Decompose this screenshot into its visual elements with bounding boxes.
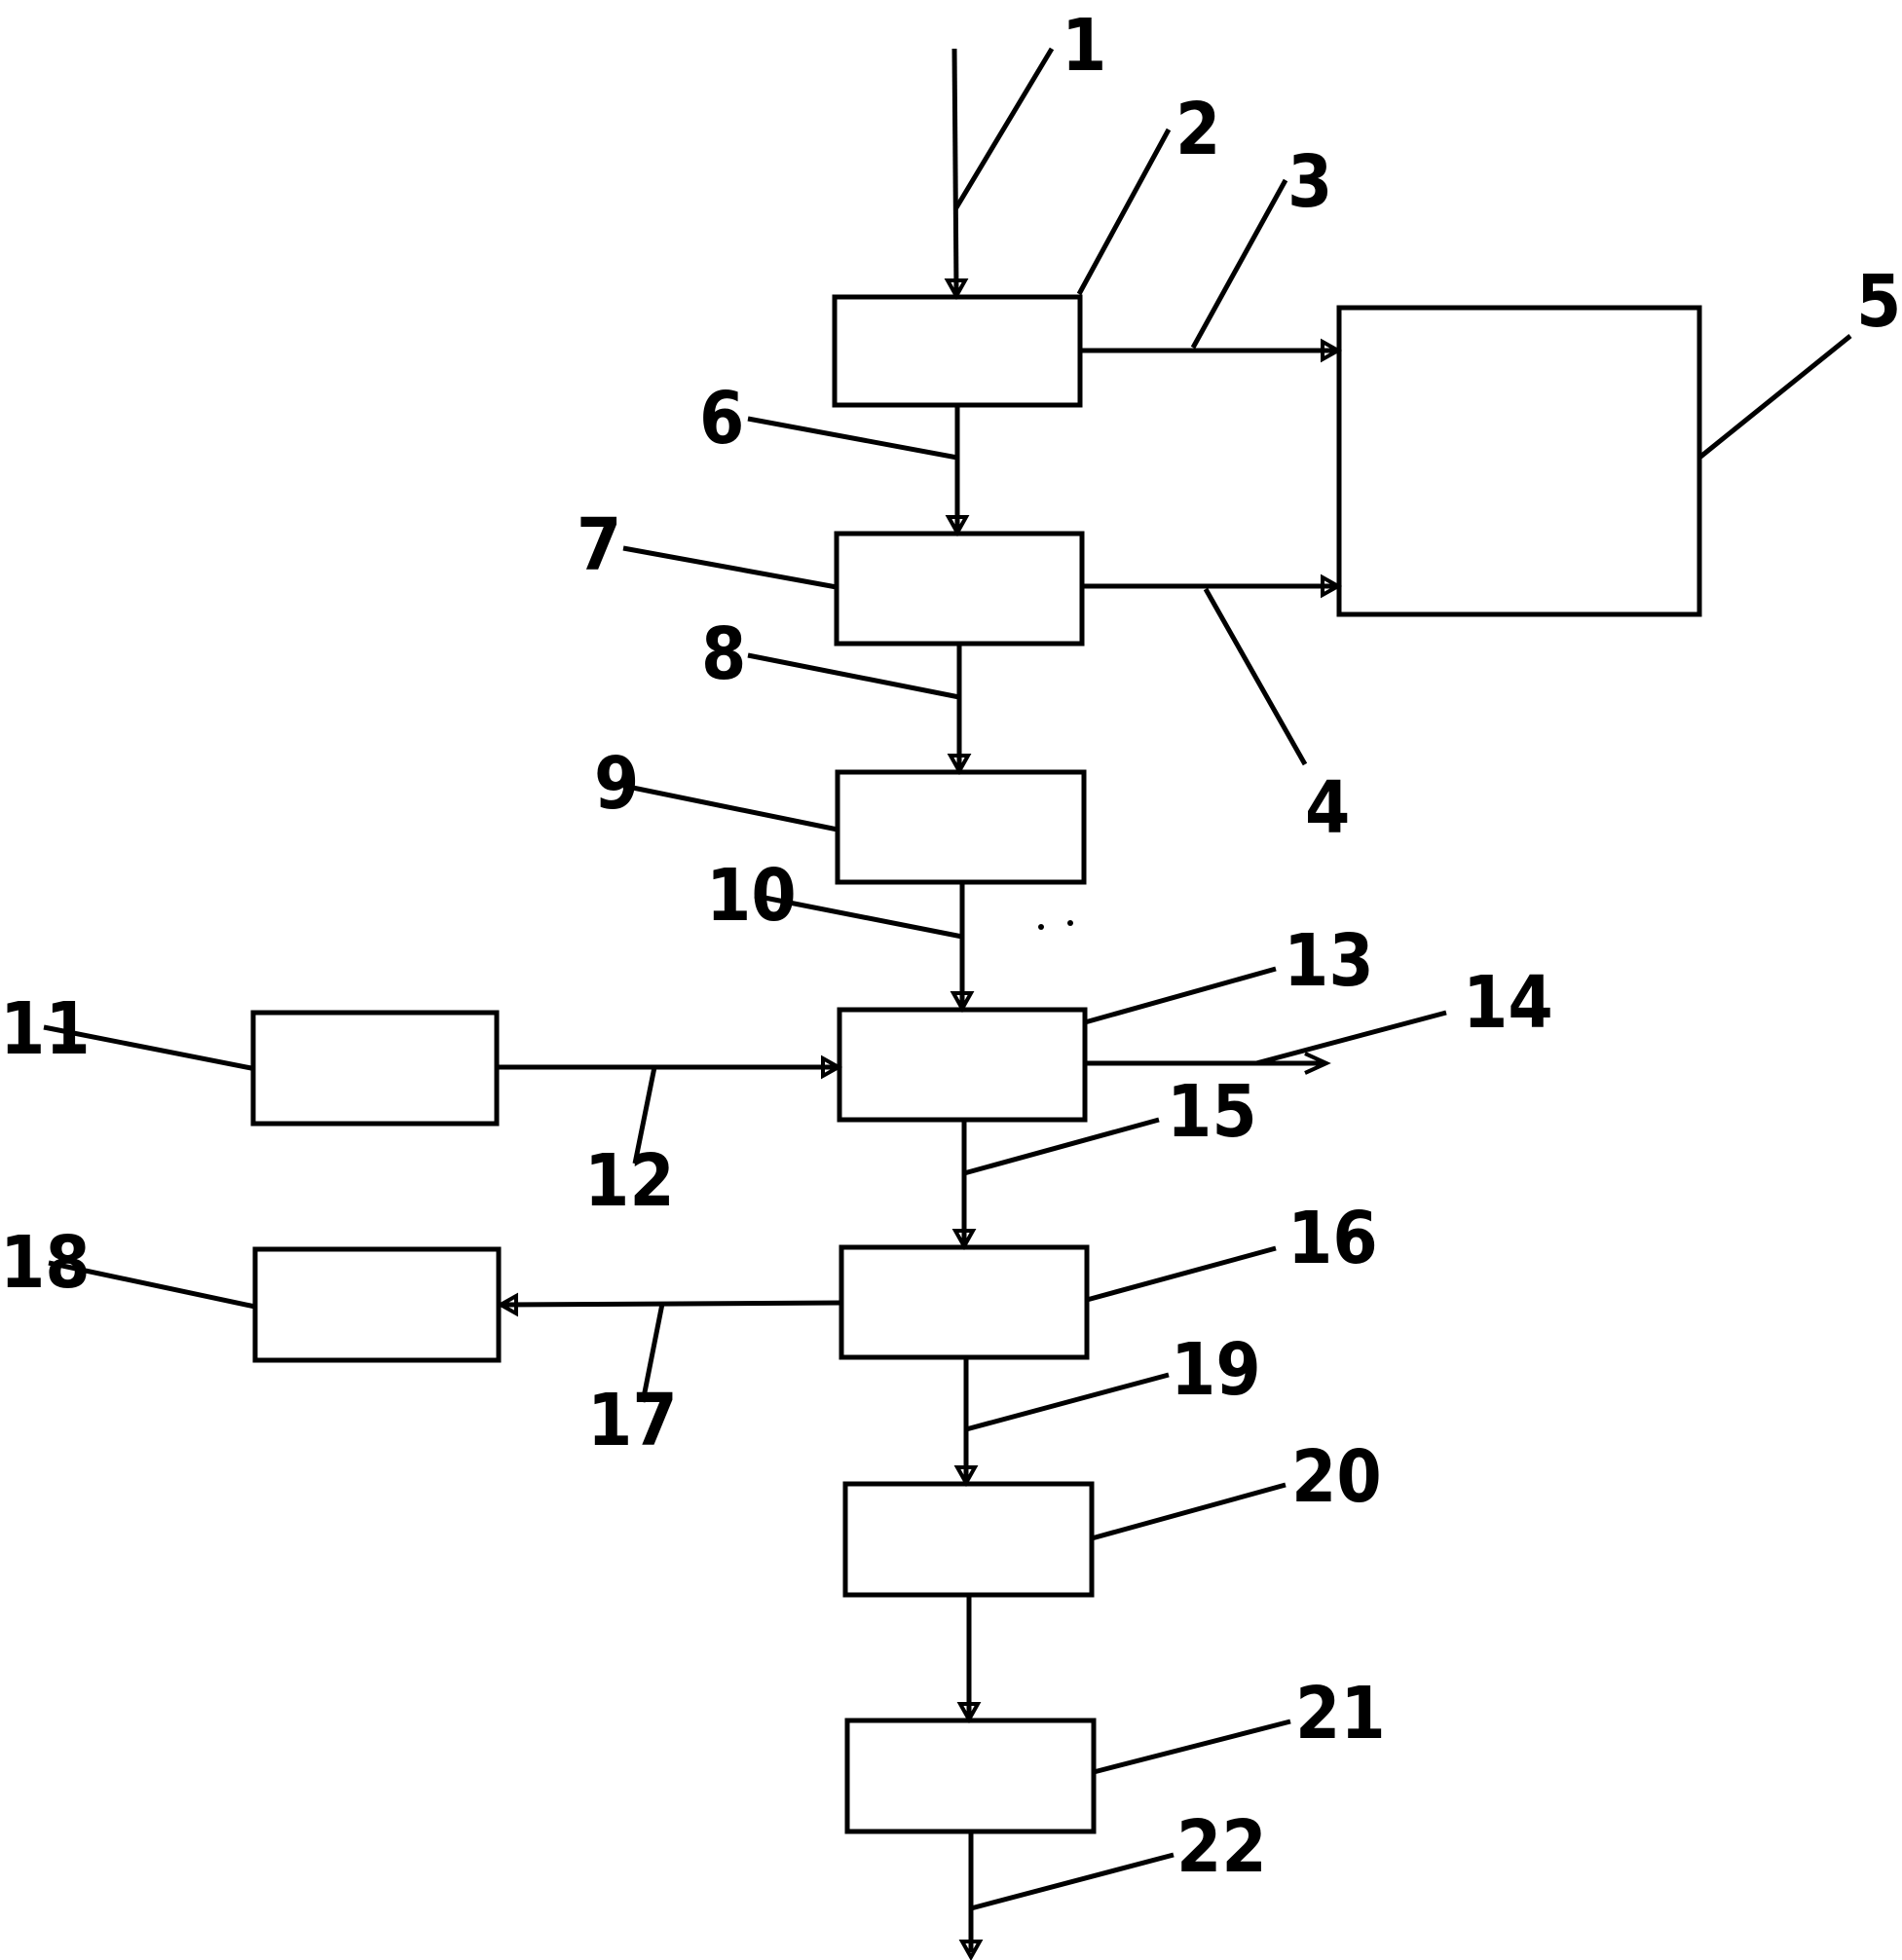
ref-label-3: 3 — [1287, 140, 1332, 224]
ref-label-8: 8 — [701, 612, 746, 696]
leader-4 — [1203, 587, 1308, 766]
box-21 — [844, 1718, 1097, 1834]
arrowhead-flow-10 — [950, 991, 975, 1014]
ref-label-6: 6 — [699, 377, 744, 461]
leader-2 — [1076, 128, 1172, 296]
leader-10 — [754, 893, 963, 940]
box-2 — [832, 294, 1083, 408]
ref-label-17: 17 — [587, 1379, 678, 1462]
box-5 — [1336, 305, 1702, 617]
leader-8 — [747, 652, 960, 700]
leader-13 — [1084, 966, 1277, 1025]
box-18 — [252, 1246, 502, 1363]
leader-18 — [48, 1260, 256, 1310]
ref-label-18: 18 — [0, 1221, 91, 1305]
ref-label-1: 1 — [1062, 4, 1106, 88]
ref-label-20: 20 — [1291, 1435, 1382, 1519]
ref-label-15: 15 — [1167, 1070, 1257, 1154]
ref-label-12: 12 — [584, 1139, 675, 1223]
arrowhead-flow-14 — [1304, 1052, 1331, 1075]
leader-6 — [747, 416, 958, 461]
leader-16 — [1086, 1245, 1277, 1303]
box-13 — [837, 1007, 1088, 1123]
ref-label-10: 10 — [706, 854, 797, 938]
flow-17 — [503, 1300, 842, 1308]
ref-label-21: 21 — [1295, 1672, 1386, 1756]
flow-1-input — [951, 48, 959, 293]
box-7 — [834, 531, 1085, 647]
arrowhead-flow-6 — [945, 515, 970, 537]
arrowhead-flow-8 — [947, 754, 972, 776]
ref-label-19: 19 — [1171, 1328, 1261, 1412]
leader-19 — [965, 1372, 1170, 1432]
ref-label-13: 13 — [1284, 919, 1374, 1003]
leader-9 — [622, 783, 839, 832]
leader-7 — [622, 545, 838, 590]
leader-12 — [632, 1066, 657, 1165]
ref-label-14: 14 — [1463, 961, 1553, 1045]
leader-21 — [1093, 1719, 1291, 1775]
box-9 — [835, 769, 1087, 885]
arrowhead-flow-19 — [953, 1465, 979, 1488]
leader-5 — [1697, 334, 1852, 460]
arrowhead-flow-4 — [1321, 573, 1343, 599]
box-20 — [842, 1481, 1095, 1598]
arrowhead-flow-3 — [1321, 338, 1343, 363]
arrowhead-flow-15 — [951, 1229, 977, 1251]
ref-label-4: 4 — [1305, 766, 1350, 850]
ref-label-2: 2 — [1175, 88, 1220, 171]
ref-label-22: 22 — [1176, 1805, 1267, 1889]
leader-22 — [970, 1852, 1175, 1911]
arrowhead-flow-20-21 — [956, 1702, 982, 1724]
leader-14 — [1255, 1010, 1447, 1066]
leader-1 — [952, 47, 1055, 211]
leader-3 — [1190, 178, 1288, 350]
ref-label-9: 9 — [594, 742, 639, 826]
leader-20 — [1091, 1482, 1287, 1541]
ref-label-11: 11 — [0, 987, 91, 1071]
leader-11 — [43, 1024, 252, 1071]
ref-label-7: 7 — [577, 503, 621, 587]
arrowhead-flow-12 — [821, 1054, 843, 1080]
box-11 — [250, 1010, 500, 1127]
leader-17 — [640, 1303, 665, 1403]
box-16 — [839, 1244, 1090, 1360]
arrowhead-flow-17 — [496, 1292, 518, 1317]
ref-label-16: 16 — [1287, 1197, 1378, 1280]
arrowhead-flow-1 — [944, 278, 969, 301]
arrowhead-flow-22 — [958, 1940, 984, 1960]
stray-dot — [1067, 920, 1073, 926]
stray-dot — [1038, 924, 1044, 930]
leader-15 — [963, 1117, 1160, 1176]
ref-label-5: 5 — [1856, 260, 1901, 344]
